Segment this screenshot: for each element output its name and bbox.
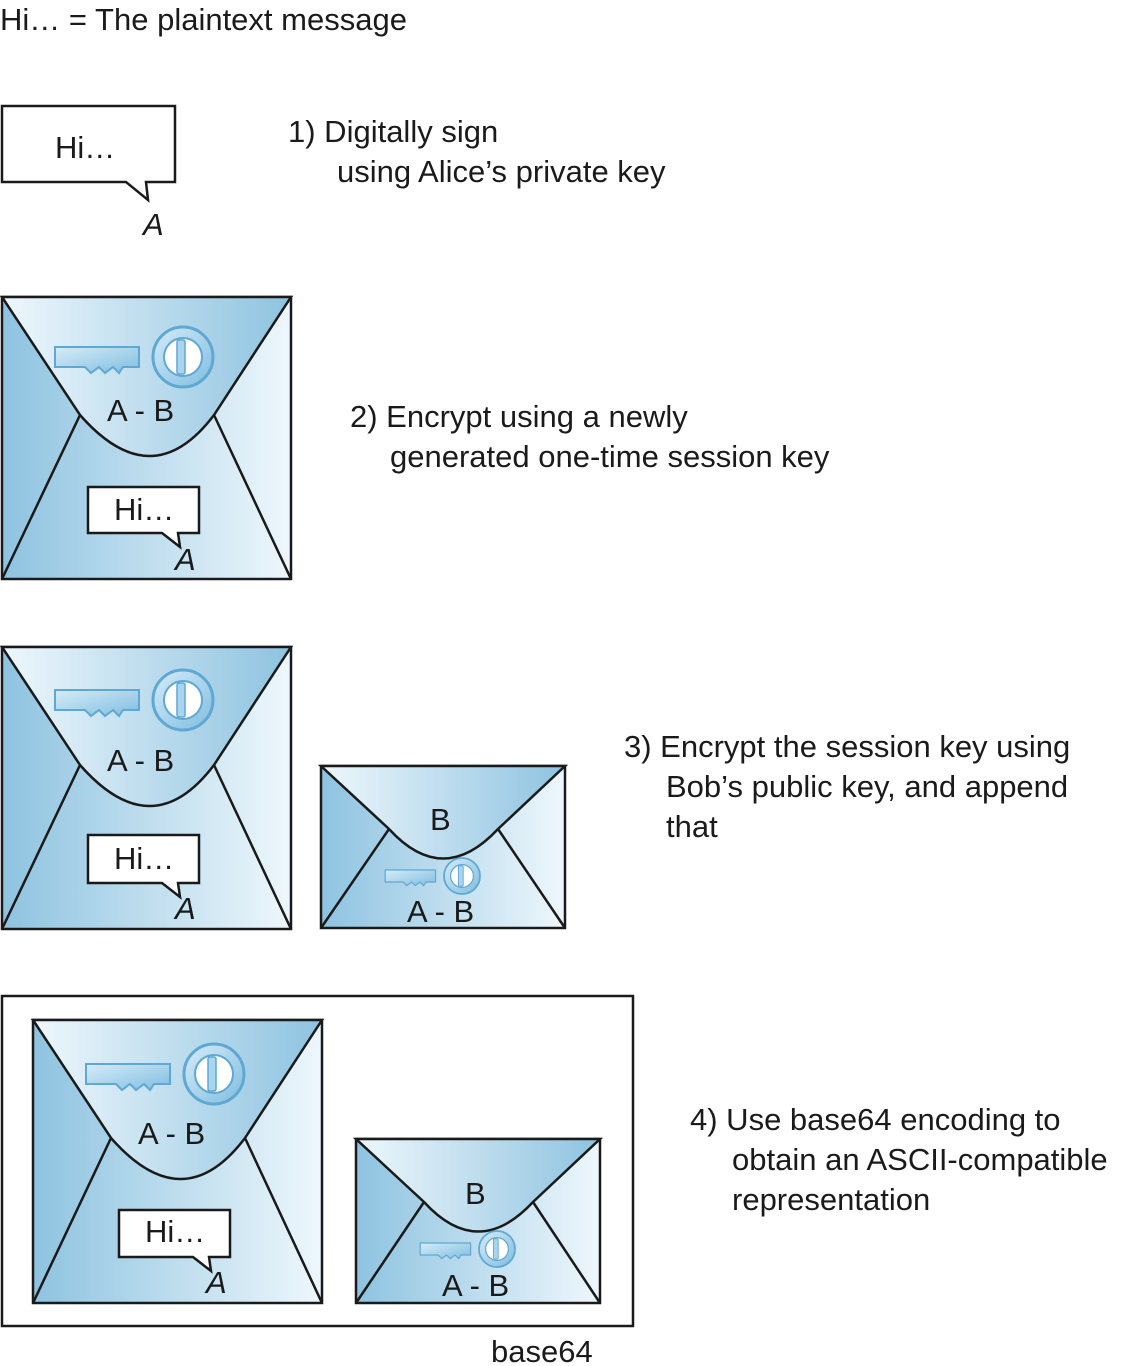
signed-message-bubble: Hi… A — [0, 104, 177, 242]
speech-bubble-icon — [0, 104, 177, 203]
speech-bubble-icon — [86, 485, 201, 550]
session-key-label: A - B — [407, 894, 474, 929]
legend: Hi… = The plaintext message — [0, 2, 407, 37]
encrypted-message-envelope: A - B Hi… A — [30, 1018, 325, 1305]
session-key-label: A - B — [442, 1268, 509, 1303]
message-text: Hi… — [114, 841, 174, 876]
session-key-label: A - B — [107, 743, 174, 778]
message-text: Hi… — [145, 1214, 205, 1249]
encrypted-message-envelope: A - B Hi… A — [0, 645, 294, 931]
step-4-line-3: representation — [732, 1182, 931, 1217]
step-4-text: 4) Use base64 encoding to obtain an ASCI… — [690, 1100, 1108, 1220]
step-3-line-2: Bob’s public key, and append — [666, 769, 1069, 804]
step-3-line-3: that — [666, 809, 718, 844]
message-text: Hi… — [114, 492, 174, 527]
step-4-line-2: obtain an ASCII-compatible — [732, 1142, 1108, 1177]
base64-label: base64 — [491, 1334, 593, 1366]
envelope-icon — [0, 295, 294, 581]
encrypted-message-envelope: A - B Hi… A — [0, 295, 294, 581]
envelope-icon — [0, 645, 294, 931]
recipient-label: B — [465, 1176, 486, 1211]
envelope-icon — [352, 1137, 604, 1305]
signer-label: A — [204, 1265, 227, 1300]
signer-label: A — [173, 891, 196, 926]
step-2-text: 2) Encrypt using a newly generated one-t… — [350, 397, 829, 477]
step-4-line-1: 4) Use base64 encoding to — [690, 1102, 1061, 1137]
envelope-icon — [30, 1018, 325, 1305]
envelope-icon — [317, 764, 569, 930]
step-1-line-2: using Alice’s private key — [337, 154, 666, 189]
step-3-line-1: 3) Encrypt the session key using — [624, 729, 1071, 764]
signer-label: A — [173, 542, 196, 577]
encrypted-session-key-envelope: B A - B — [352, 1137, 604, 1305]
step-2-line-1: 2) Encrypt using a newly — [350, 399, 688, 434]
recipient-label: B — [430, 802, 451, 837]
step-1-line-1: 1) Digitally sign — [288, 114, 499, 149]
step-1-text: 1) Digitally sign using Alice’s private … — [288, 112, 666, 192]
speech-bubble-icon — [117, 1208, 232, 1274]
session-key-label: A - B — [138, 1116, 205, 1151]
step-2-line-2: generated one-time session key — [390, 439, 830, 474]
session-key-label: A - B — [107, 393, 174, 428]
step-3-text: 3) Encrypt the session key using Bob’s p… — [624, 727, 1070, 847]
signer-label: A — [141, 207, 164, 242]
encrypted-session-key-envelope: B A - B — [317, 764, 569, 930]
message-text: Hi… — [55, 130, 115, 165]
speech-bubble-icon — [86, 833, 201, 900]
